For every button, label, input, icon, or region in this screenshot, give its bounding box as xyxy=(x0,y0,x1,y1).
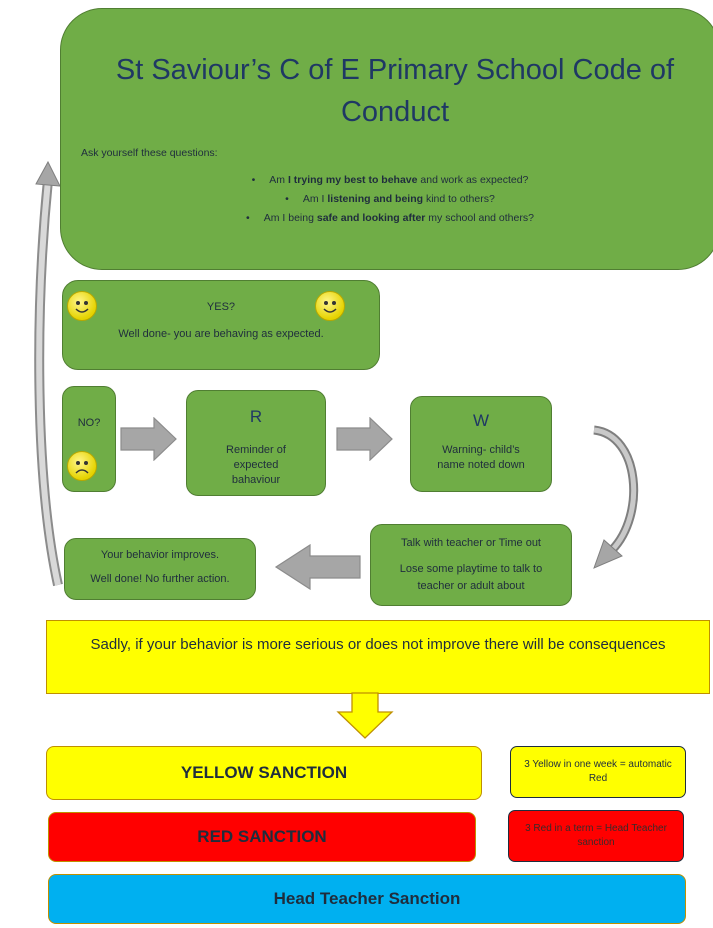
curved-arrow-icon xyxy=(593,425,639,569)
warning-box: W Warning- child’s name noted down xyxy=(410,396,552,492)
warning-letter: W xyxy=(472,411,490,430)
red-sanction-box: RED SANCTION xyxy=(48,812,476,862)
smiley-sad-icon xyxy=(67,451,97,481)
consequences-text: Sadly, if your behavior is more serious … xyxy=(90,636,666,653)
right-arrow-icon xyxy=(120,417,177,461)
question-item: Am I being safe and looking after my sch… xyxy=(61,209,713,228)
yes-label: YES? xyxy=(206,301,236,313)
reminder-box: R Reminder of expected bahaviour xyxy=(186,390,326,496)
talk-box: Talk with teacher or Time out Lose some … xyxy=(370,524,572,606)
red-sanction-label: RED SANCTION xyxy=(197,827,327,846)
yellow-sanction-box: YELLOW SANCTION xyxy=(46,746,482,800)
question-item: Am I listening and being kind to others? xyxy=(61,190,713,209)
red-note-text: 3 Red in a term = Head Teacher sanction xyxy=(525,823,667,848)
smiley-happy-icon xyxy=(315,291,345,321)
head-teacher-sanction-box: Head Teacher Sanction xyxy=(48,874,686,924)
improves-line2: Well done! No further action. xyxy=(90,573,230,585)
page-title: St Saviour’s C of E Primary School Code … xyxy=(115,54,675,128)
left-arrow-icon xyxy=(274,544,361,590)
reminder-letter: R xyxy=(249,407,263,426)
improves-line1: Your behavior improves. xyxy=(100,549,220,561)
yellow-sanction-label: YELLOW SANCTION xyxy=(180,763,348,782)
down-arrow-icon xyxy=(336,692,394,739)
no-label: NO? xyxy=(77,417,101,429)
ask-text: Ask yourself these questions: xyxy=(81,147,218,159)
right-arrow-icon xyxy=(336,417,393,461)
smiley-happy-icon xyxy=(67,291,97,321)
red-note-box: 3 Red in a term = Head Teacher sanction xyxy=(508,810,684,862)
code-of-conduct-box: St Saviour’s C of E Primary School Code … xyxy=(60,8,713,270)
warning-text: Warning- child’s name noted down xyxy=(437,444,525,471)
yes-box: YES? Well done- you are behaving as expe… xyxy=(62,280,380,370)
yellow-note-box: 3 Yellow in one week = automatic Red xyxy=(510,746,686,798)
question-list: Am I trying my best to behave and work a… xyxy=(61,171,713,228)
question-item: Am I trying my best to behave and work a… xyxy=(61,171,713,190)
head-teacher-sanction-label: Head Teacher Sanction xyxy=(273,889,461,908)
talk-line2: Lose some playtime to talk to teacher or… xyxy=(399,563,543,592)
improves-box: Your behavior improves. Well done! No fu… xyxy=(64,538,256,600)
consequences-box: Sadly, if your behavior is more serious … xyxy=(46,620,710,694)
reminder-text: Reminder of expected bahaviour xyxy=(226,444,286,486)
no-box: NO? xyxy=(62,386,116,492)
yes-text: Well done- you are behaving as expected. xyxy=(118,328,324,340)
return-arrow xyxy=(34,160,63,587)
yellow-note-text: 3 Yellow in one week = automatic Red xyxy=(524,759,672,784)
talk-line1: Talk with teacher or Time out xyxy=(400,537,541,549)
